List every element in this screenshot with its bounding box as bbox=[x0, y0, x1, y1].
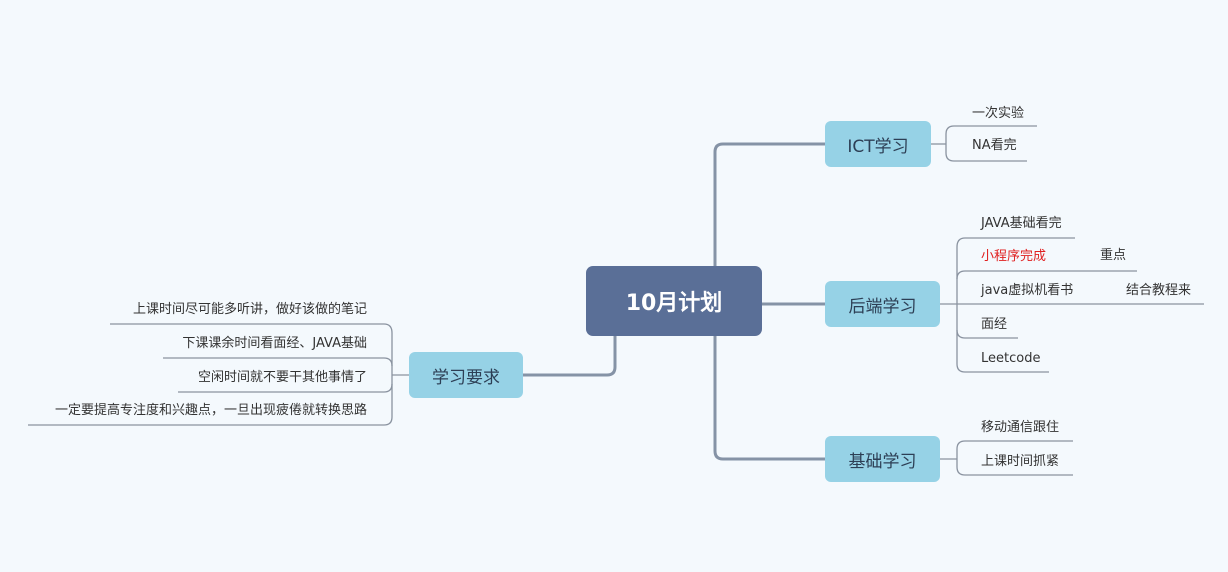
branch-ict[interactable]: ICT学习 bbox=[825, 121, 931, 167]
leaf-backend-miniprogram-key[interactable]: 重点 bbox=[1100, 248, 1127, 263]
root-label: 10月计划 bbox=[625, 291, 723, 316]
leaf-req-free-time[interactable]: 空闲时间就不要干其他事情了 bbox=[197, 370, 367, 385]
leaf-basic-mobile-comm[interactable]: 移动通信跟住 bbox=[981, 420, 1060, 435]
branch-basic[interactable]: 基础学习 bbox=[825, 436, 940, 482]
leaf-backend-java-basics[interactable]: JAVA基础看完 bbox=[981, 216, 1062, 231]
leaf-req-focus[interactable]: 一定要提高专注度和兴趣点，一旦出现疲倦就转换思路 bbox=[54, 403, 367, 418]
leaf-ict-na[interactable]: NA看完 bbox=[972, 138, 1017, 153]
leaf-backend-jvm-tutorial[interactable]: 结合教程来 bbox=[1126, 283, 1192, 298]
leaf-req-after-class[interactable]: 下课课余时间看面经、JAVA基础 bbox=[182, 336, 367, 351]
leaf-connectors bbox=[28, 125, 1204, 476]
connector-root-to-basic bbox=[713, 334, 827, 461]
main-connectors bbox=[520, 142, 827, 461]
connector-root-to-ict bbox=[713, 142, 827, 268]
branch-requirements-label: 学习要求 bbox=[432, 367, 500, 388]
leaf-backend-jvm-book[interactable]: java虚拟机看书 bbox=[981, 283, 1074, 298]
root-node[interactable]: 10月计划 bbox=[586, 266, 762, 336]
branch-basic-label: 基础学习 bbox=[848, 451, 917, 472]
branch-backend[interactable]: 后端学习 bbox=[825, 281, 940, 327]
leaf-ict-experiment[interactable]: 一次实验 bbox=[972, 106, 1025, 121]
connector-root-to-requirements bbox=[520, 334, 617, 377]
leaf-backend-interview[interactable]: 面经 bbox=[981, 317, 1008, 332]
leaf-basic-class-time[interactable]: 上课时间抓紧 bbox=[981, 454, 1060, 469]
branch-ict-label: ICT学习 bbox=[847, 136, 909, 157]
leaf-req-listen-notes[interactable]: 上课时间尽可能多听讲，做好该做的笔记 bbox=[132, 302, 367, 317]
branch-backend-label: 后端学习 bbox=[848, 296, 917, 317]
branch-requirements[interactable]: 学习要求 bbox=[409, 352, 523, 398]
leaf-backend-miniprogram[interactable]: 小程序完成 bbox=[981, 249, 1047, 264]
leaf-backend-leetcode[interactable]: Leetcode bbox=[981, 351, 1041, 366]
